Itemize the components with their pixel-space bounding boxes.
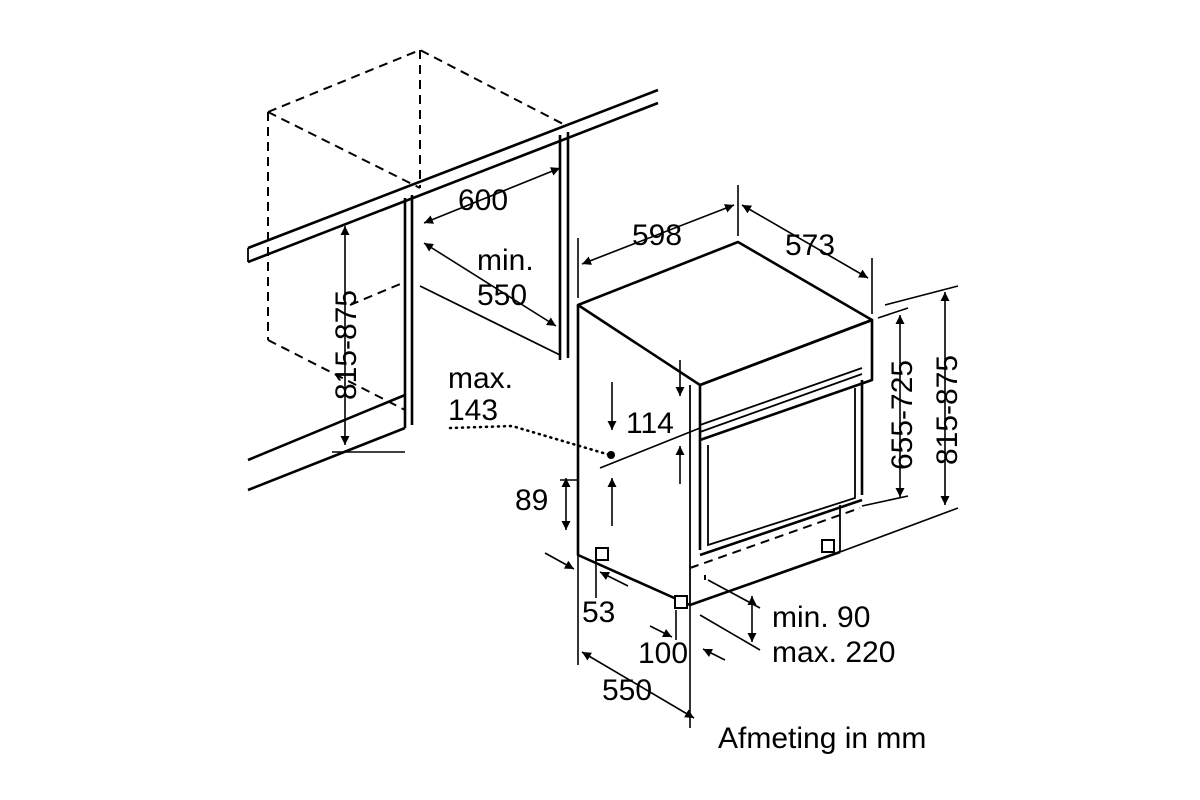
label-overall-height: 815-875	[931, 355, 964, 465]
worktop	[247, 88, 659, 264]
cabinet-outline	[267, 48, 566, 411]
caption-units: Afmeting in mm	[718, 722, 926, 755]
dimension-lines	[332, 167, 959, 728]
label-control-height: 114	[626, 407, 674, 440]
dimension-labels: 600 min. 550 815-875 598 573 655-725 815…	[330, 184, 964, 755]
label-appliance-width: 598	[632, 219, 682, 252]
label-niche-height: 815-875	[330, 290, 363, 400]
label-plinth-height: 89	[515, 484, 548, 517]
dishwasher-body	[576, 240, 874, 607]
label-appliance-height: 655-725	[886, 360, 919, 470]
label-plinth-setback: 100	[638, 637, 688, 670]
label-plinth-range-line1: min. 90	[772, 601, 870, 634]
feet	[595, 539, 835, 609]
label-plinth-range-line2: max. 220	[772, 636, 895, 669]
label-niche-depth-line1: min.	[477, 244, 534, 277]
label-niche-depth-line2: 550	[477, 279, 527, 312]
label-appliance-depth: 573	[785, 229, 835, 262]
label-niche-width: 600	[458, 184, 508, 217]
label-foot-offset: 53	[582, 596, 615, 629]
label-bottom-depth: 550	[602, 674, 652, 707]
label-panel-line1: max.	[448, 362, 513, 395]
label-panel-line2: 143	[448, 394, 498, 427]
